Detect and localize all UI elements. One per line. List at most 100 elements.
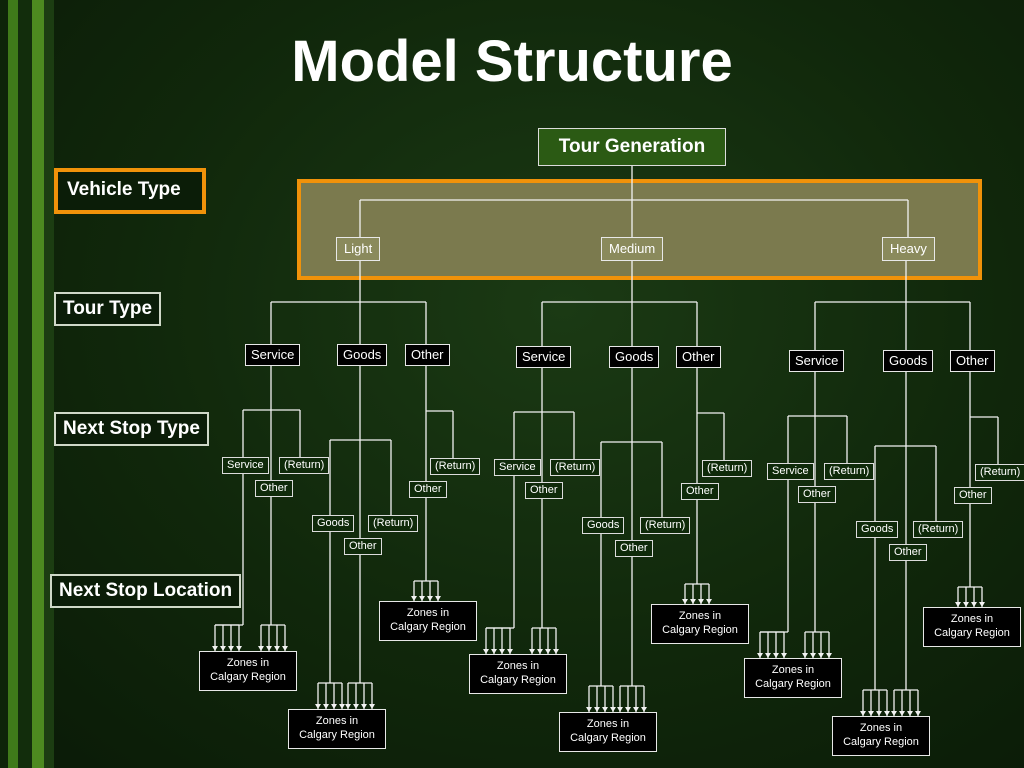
arrowhead (361, 704, 367, 709)
arrowhead (979, 602, 985, 607)
zones-box: Zones in Calgary Region (199, 651, 297, 691)
arrowhead (963, 602, 969, 607)
zones-line2: Calgary Region (299, 729, 375, 741)
arrowhead (617, 707, 623, 712)
zones-line2: Calgary Region (210, 671, 286, 683)
vehicle-type-band (297, 179, 982, 280)
tour-type-other: Other (676, 346, 721, 368)
arrowhead (435, 596, 441, 601)
zones-box: Zones in Calgary Region (744, 658, 842, 698)
stop-type-other: Other (954, 487, 992, 504)
arrowhead (553, 649, 559, 654)
arrowhead (212, 646, 218, 651)
stop-type-return: (Return) (279, 457, 330, 474)
arrowhead (331, 704, 337, 709)
arrowhead (220, 646, 226, 651)
arrowhead (228, 646, 234, 651)
arrowhead (545, 649, 551, 654)
stop-type-goods: Goods (312, 515, 355, 532)
stop-type-other: Other (615, 540, 653, 557)
arrowhead (507, 649, 513, 654)
zones-box: Zones in Calgary Region (832, 716, 930, 756)
zones-line1: Zones in (406, 607, 450, 619)
next-stop-type-label: Next Stop Type (54, 412, 209, 446)
vehicle-type-label: Vehicle Type (54, 168, 206, 214)
arrowhead (353, 704, 359, 709)
tour-type-other: Other (950, 350, 995, 372)
arrowhead (682, 599, 688, 604)
arrowhead (698, 599, 704, 604)
stop-type-service: Service (494, 459, 541, 476)
zones-line1: Zones in (950, 613, 994, 625)
stop-type-other: Other (798, 486, 836, 503)
arrowhead (810, 653, 816, 658)
tour-generation-node: Tour Generation (538, 128, 726, 166)
stop-type-return: (Return) (975, 464, 1024, 481)
stop-type-goods: Goods (582, 517, 625, 534)
arrowhead (884, 711, 890, 716)
arrowhead (323, 704, 329, 709)
tour-type-other: Other (405, 344, 450, 366)
stop-type-return: (Return) (913, 521, 964, 538)
zones-line2: Calgary Region (755, 678, 831, 690)
arrowhead (419, 596, 425, 601)
zones-line1: Zones in (859, 722, 903, 734)
tour-type-label: Tour Type (54, 292, 162, 326)
stop-type-service: Service (767, 463, 814, 480)
arrowhead (706, 599, 712, 604)
vehicle-medium: Medium (601, 237, 664, 261)
arrowhead (915, 711, 921, 716)
decor-bar-2 (8, 0, 18, 768)
zones-line2: Calgary Region (662, 624, 738, 636)
arrowhead (633, 707, 639, 712)
stop-type-service: Service (222, 457, 269, 474)
zones-box: Zones in Calgary Region (469, 654, 567, 694)
tour-type-service: Service (789, 350, 845, 372)
tour-type-goods: Goods (337, 344, 388, 366)
arrowhead (802, 653, 808, 658)
arrowhead (625, 707, 631, 712)
zones-box: Zones in Calgary Region (651, 604, 749, 644)
arrowhead (345, 704, 351, 709)
arrowhead (537, 649, 543, 654)
zones-line1: Zones in (678, 610, 722, 622)
stop-type-other: Other (255, 480, 293, 497)
arrowhead (899, 711, 905, 716)
zones-line1: Zones in (771, 664, 815, 676)
stop-type-goods: Goods (856, 521, 899, 538)
zones-line1: Zones in (496, 660, 540, 672)
arrowhead (690, 599, 696, 604)
zones-line2: Calgary Region (570, 732, 646, 744)
stop-type-other: Other (889, 544, 927, 561)
zones-box: Zones in Calgary Region (559, 712, 657, 752)
arrowhead (773, 653, 779, 658)
zones-box: Zones in Calgary Region (379, 601, 477, 641)
zones-box: Zones in Calgary Region (288, 709, 386, 749)
arrowhead (868, 711, 874, 716)
arrowhead (955, 602, 961, 607)
arrowhead (258, 646, 264, 651)
arrowhead (586, 707, 592, 712)
decor-bar-5 (44, 0, 54, 768)
tour-type-service: Service (516, 346, 572, 368)
arrowhead (491, 649, 497, 654)
zones-box: Zones in Calgary Region (923, 607, 1021, 647)
stop-type-return: (Return) (824, 463, 875, 480)
zones-line2: Calgary Region (480, 674, 556, 686)
arrowhead (339, 704, 345, 709)
arrowhead (236, 646, 242, 651)
arrowhead (860, 711, 866, 716)
tour-type-goods: Goods (883, 350, 934, 372)
stop-type-return: (Return) (430, 458, 481, 475)
arrowhead (907, 711, 913, 716)
stop-type-other: Other (681, 483, 719, 500)
decor-bar-1 (0, 0, 8, 768)
zones-line2: Calgary Region (390, 621, 466, 633)
arrowhead (610, 707, 616, 712)
arrowhead (266, 646, 272, 651)
arrowhead (282, 646, 288, 651)
arrowhead (602, 707, 608, 712)
stop-type-return: (Return) (550, 459, 601, 476)
zones-line2: Calgary Region (843, 736, 919, 748)
